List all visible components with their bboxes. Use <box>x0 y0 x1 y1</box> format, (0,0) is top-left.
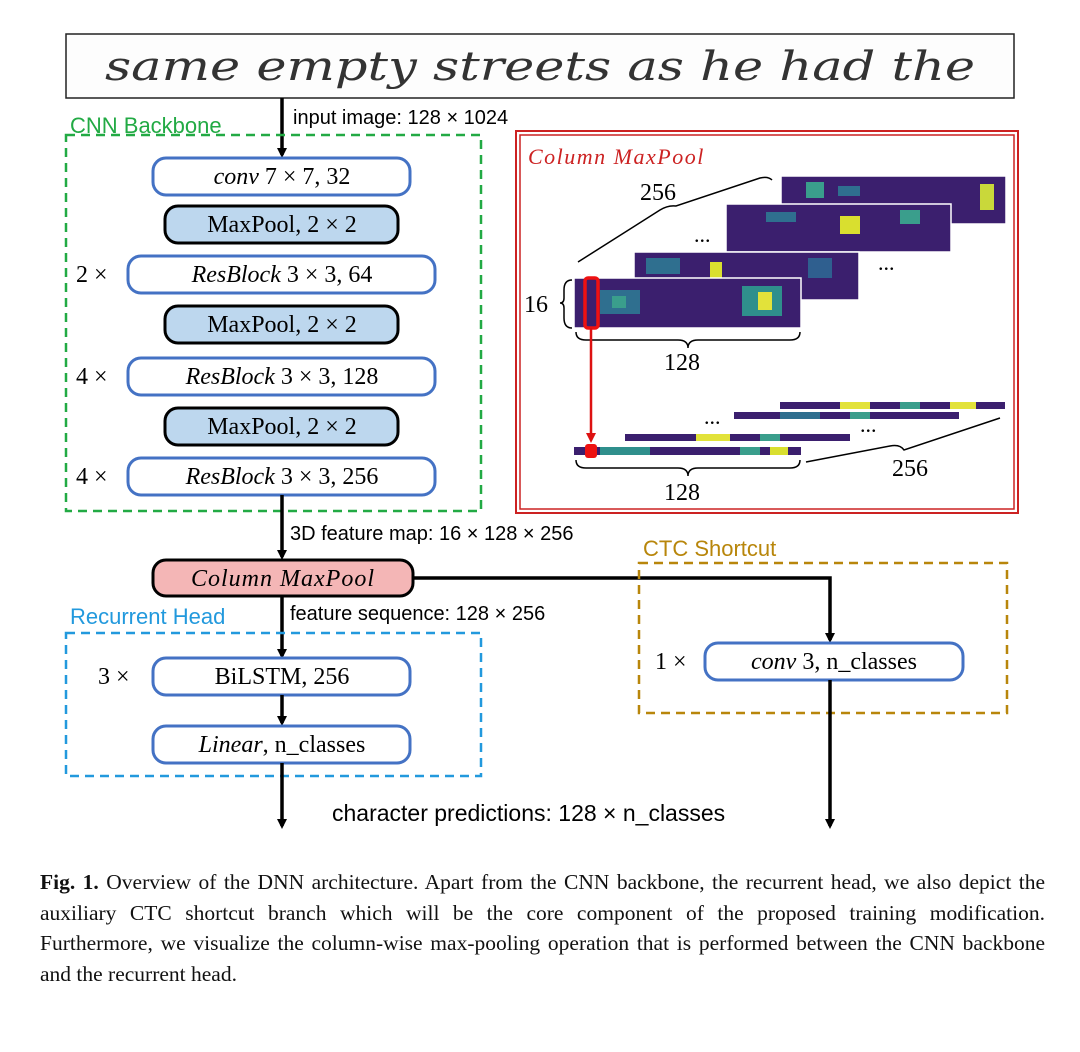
sequence-label: feature sequence: 128 × 256 <box>290 603 545 625</box>
ctc-shortcut-title: CTC Shortcut <box>643 536 776 561</box>
stack-dots-2: ... <box>878 250 895 275</box>
input-size-label: input image: 128 × 1024 <box>293 107 508 129</box>
sequence-1 <box>574 447 801 455</box>
conv-block <box>151 156 412 197</box>
inset-frame-inner <box>519 134 1015 510</box>
feature-map-label: 3D feature map: 16 × 128 × 256 <box>290 523 574 545</box>
resblock-mult-3: 4 × <box>76 464 108 490</box>
brace-256-top <box>577 176 773 263</box>
conv-params: 7 × 7, 32 <box>259 164 351 190</box>
cnn-backbone-title: CNN Backbone <box>70 113 222 138</box>
brace-128-bottom <box>575 459 801 477</box>
conv-op: conv <box>214 164 260 190</box>
input-image <box>65 33 1015 99</box>
brace-128-top <box>575 331 801 349</box>
column-maxpool-label: Column MaxPool <box>191 566 375 592</box>
svg-text:conv 7 × 7, 32: conv 7 × 7, 32 <box>214 164 351 190</box>
label-128-bottom: 128 <box>664 480 700 506</box>
inset-frame-outer <box>515 130 1019 514</box>
resblock-128 <box>126 356 437 397</box>
brace-16 <box>559 279 573 329</box>
maxpool-label-1: MaxPool, 2 × 2 <box>207 212 357 238</box>
arrow-ctc-branch <box>413 576 835 643</box>
recurrent-head-title: Recurrent Head <box>70 604 225 629</box>
output-label: character predictions: 128 × n_classes <box>332 800 725 826</box>
label-16: 16 <box>524 292 548 318</box>
caption-text: Overview of the DNN architecture. Apart … <box>40 870 1046 986</box>
ctc-shortcut-frame <box>637 561 1009 715</box>
maxpool-block-1 <box>163 204 400 245</box>
resblock-params-1: 3 × 3, 64 <box>281 262 373 288</box>
resblock-params-3: 3 × 3, 256 <box>275 464 379 490</box>
label-256-bottom: 256 <box>892 456 928 482</box>
resblock-mult-2: 4 × <box>76 364 108 390</box>
maxpool-block-3 <box>163 406 400 447</box>
svg-text:ResBlock 3 × 3, 128: ResBlock 3 × 3, 128 <box>185 364 379 390</box>
svg-text:conv 3, n_classes: conv 3, n_classes <box>751 649 917 675</box>
maxpool-label-2: MaxPool, 2 × 2 <box>207 312 357 338</box>
cnn-backbone-frame <box>64 133 483 513</box>
resblock-op-3: ResBlock <box>185 464 276 490</box>
ctc-mult: 1 × <box>655 649 687 675</box>
resblock-op-1: ResBlock <box>191 262 282 288</box>
resblock-mult-1: 2 × <box>76 262 108 288</box>
resblock-params-2: 3 × 3, 128 <box>275 364 379 390</box>
architecture-diagram: same empty streets as he had the input i… <box>64 33 1019 829</box>
figure-number: Fig. 1. <box>40 870 99 894</box>
feature-map-stack <box>573 175 1007 330</box>
input-handwriting: same empty streets as he had the <box>105 44 975 90</box>
sequence-dots-1: ... <box>704 404 721 429</box>
svg-text:ResBlock 3 × 3, 256: ResBlock 3 × 3, 256 <box>185 464 379 490</box>
sequence-3 <box>734 412 959 419</box>
maxpool-label-3: MaxPool, 2 × 2 <box>207 414 357 440</box>
svg-text:Linear, n_classes: Linear, n_classes <box>198 732 366 758</box>
ctc-conv-op: conv <box>751 649 797 675</box>
linear-params: , n_classes <box>263 732 366 758</box>
recurrent-head-frame <box>64 631 483 778</box>
resblock-op-2: ResBlock <box>185 364 276 390</box>
maxpool-block-2 <box>163 304 400 345</box>
inset-title: Column MaxPool <box>528 144 705 169</box>
ctc-conv-block <box>703 641 965 682</box>
label-128-top: 128 <box>664 350 700 376</box>
svg-text:ResBlock 3 × 3, 64: ResBlock 3 × 3, 64 <box>191 262 373 288</box>
bilstm-mult: 3 × <box>98 664 130 690</box>
stack-dots-1: ... <box>694 222 711 247</box>
ctc-conv-params: 3, n_classes <box>796 649 917 675</box>
figure-caption: Fig. 1. Overview of the DNN architecture… <box>40 867 1045 989</box>
linear-op: Linear <box>198 732 264 758</box>
label-256-top: 256 <box>640 180 676 206</box>
sequence-dots-2: ... <box>860 412 877 437</box>
resblock-64 <box>126 254 437 295</box>
brace-256-bottom <box>805 417 1001 463</box>
sequence-4 <box>780 402 1005 409</box>
bilstm-label: BiLSTM, 256 <box>215 664 350 690</box>
sequence-2 <box>625 434 850 441</box>
pooled-cell <box>585 444 597 458</box>
sequence-stack <box>574 402 1005 458</box>
